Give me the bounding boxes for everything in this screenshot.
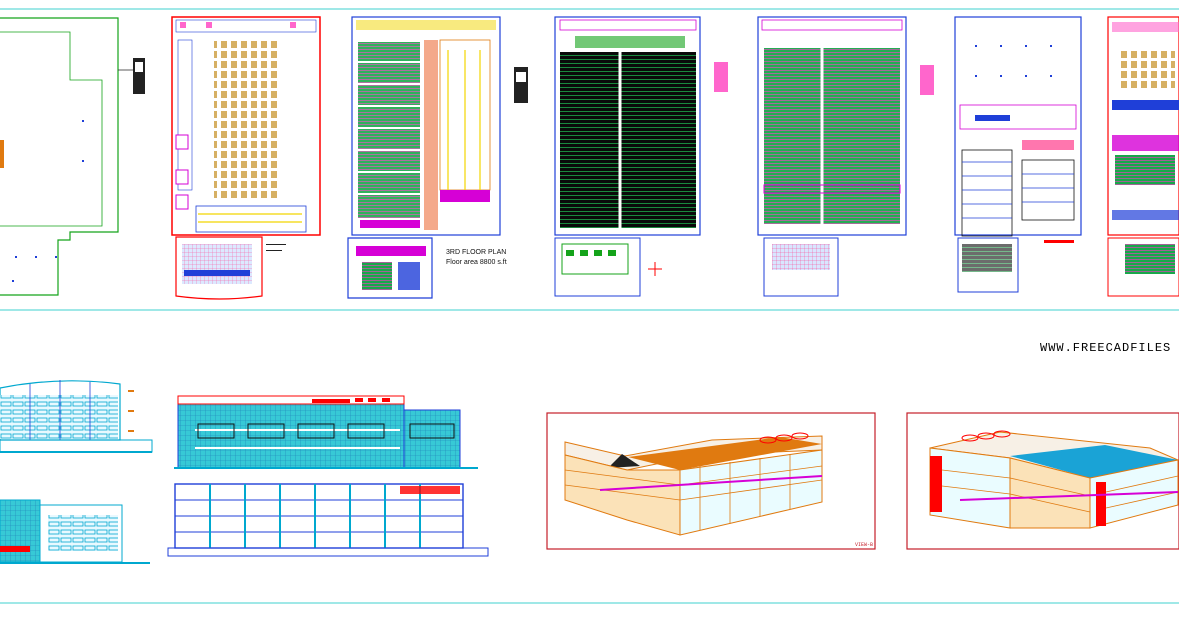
perspective-view-a: VIEW-B — [546, 412, 876, 550]
second-floor-plan — [554, 16, 728, 297]
third-floor-plan — [757, 16, 934, 297]
view-b-label: VIEW-B — [855, 542, 873, 548]
front-elevation — [174, 395, 478, 469]
side-elevation-top — [0, 380, 153, 453]
side-elevation-bottom — [0, 499, 150, 564]
site-plan — [0, 17, 145, 296]
first-floor-plan — [347, 16, 528, 299]
rear-elevation — [167, 483, 489, 557]
perspective-view-b — [906, 412, 1179, 550]
partial-plan — [1107, 16, 1179, 297]
watermark-text: WWW.FREECADFILES — [1040, 341, 1172, 355]
ground-floor-plan — [171, 16, 321, 300]
parking-plan — [954, 16, 1082, 293]
third-floor-plan-title: 3RD FLOOR PLAN — [446, 249, 506, 256]
third-floor-plan-area: Floor area 8800 s.ft — [446, 259, 507, 266]
guide-lines — [0, 8, 1179, 604]
